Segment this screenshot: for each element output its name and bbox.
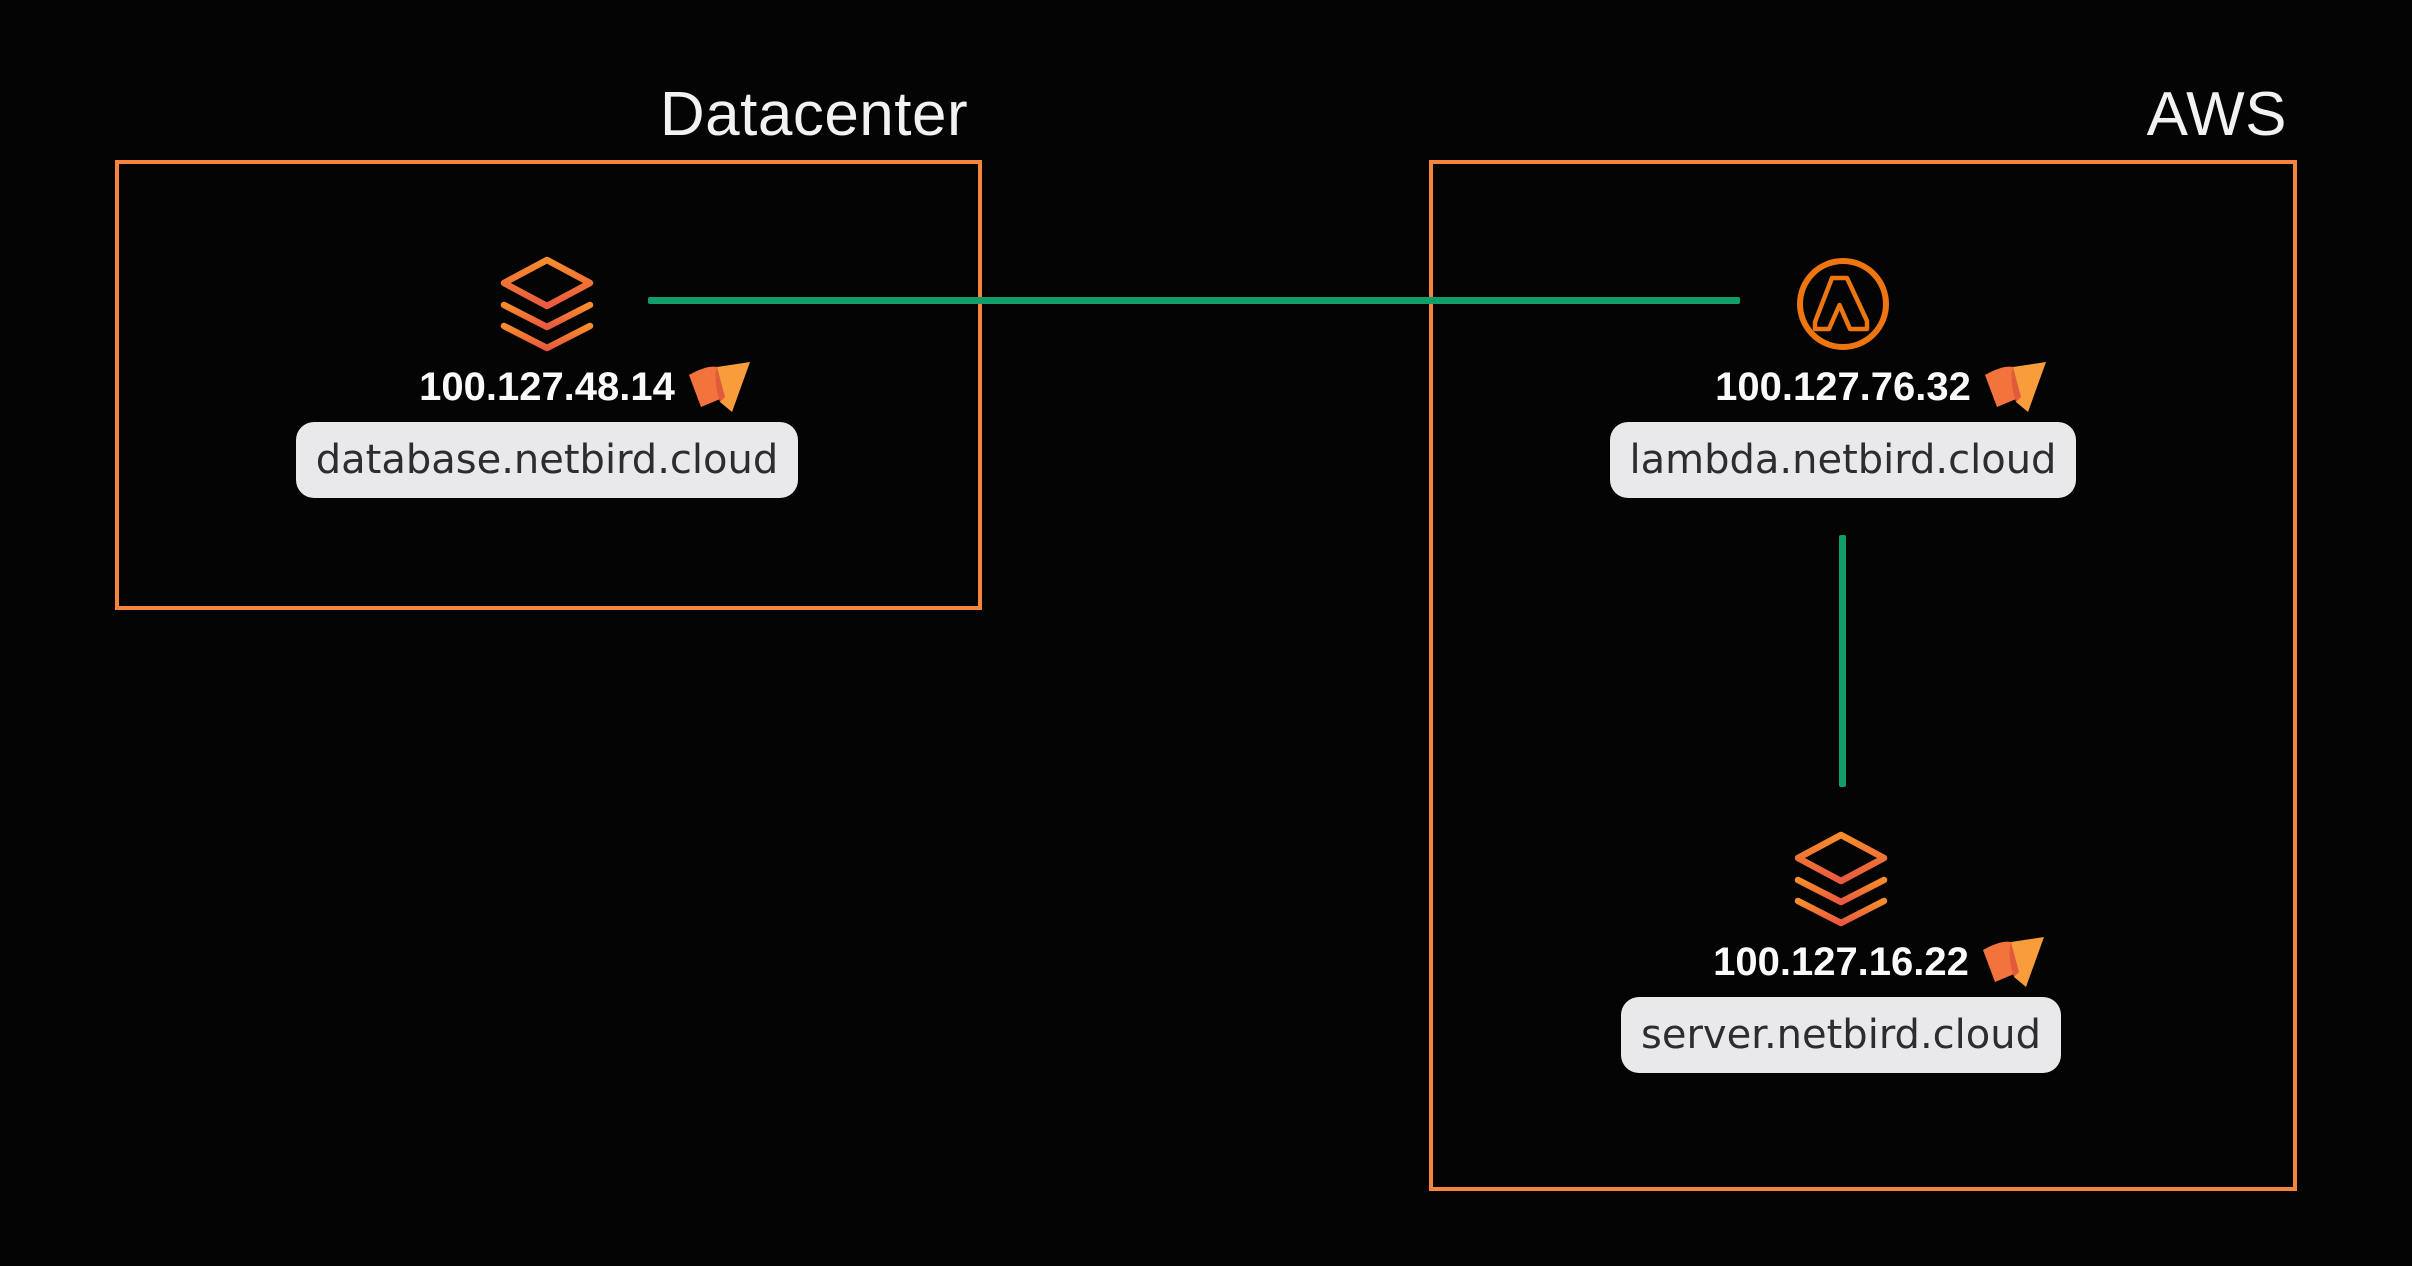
datacenter-region-box — [115, 160, 982, 610]
layers-icon — [500, 256, 594, 352]
node-database: 100.127.48.14 database.netbird.cloud — [237, 255, 857, 498]
aws-lambda-icon — [1797, 258, 1889, 350]
connection-lambda-server — [1839, 535, 1846, 787]
peer-hostname-pill: server.netbird.cloud — [1621, 997, 2061, 1073]
connection-database-lambda — [648, 297, 1740, 304]
peer-hostname-pill: lambda.netbird.cloud — [1609, 422, 2077, 498]
aws-region-box — [1429, 160, 2297, 1191]
layers-icon — [1794, 831, 1888, 927]
peer-ip-row: 100.127.16.22 — [1713, 936, 2044, 988]
netbird-logo-icon — [1984, 362, 2046, 412]
peer-ip-label: 100.127.48.14 — [419, 364, 675, 409]
node-lambda: 100.127.76.32 lambda.netbird.cloud — [1533, 255, 2153, 498]
aws-region-label: AWS — [2146, 80, 2287, 149]
netbird-logo-icon — [1982, 937, 2044, 987]
netbird-logo-icon — [688, 362, 750, 412]
peer-ip-label: 100.127.16.22 — [1713, 939, 1969, 984]
peer-ip-row: 100.127.76.32 — [1715, 361, 2046, 413]
peer-ip-row: 100.127.48.14 — [419, 361, 750, 413]
peer-ip-label: 100.127.76.32 — [1715, 364, 1971, 409]
node-server: 100.127.16.22 server.netbird.cloud — [1531, 830, 2151, 1073]
peer-hostname-pill: database.netbird.cloud — [295, 422, 799, 498]
datacenter-region-label: Datacenter — [659, 80, 969, 149]
